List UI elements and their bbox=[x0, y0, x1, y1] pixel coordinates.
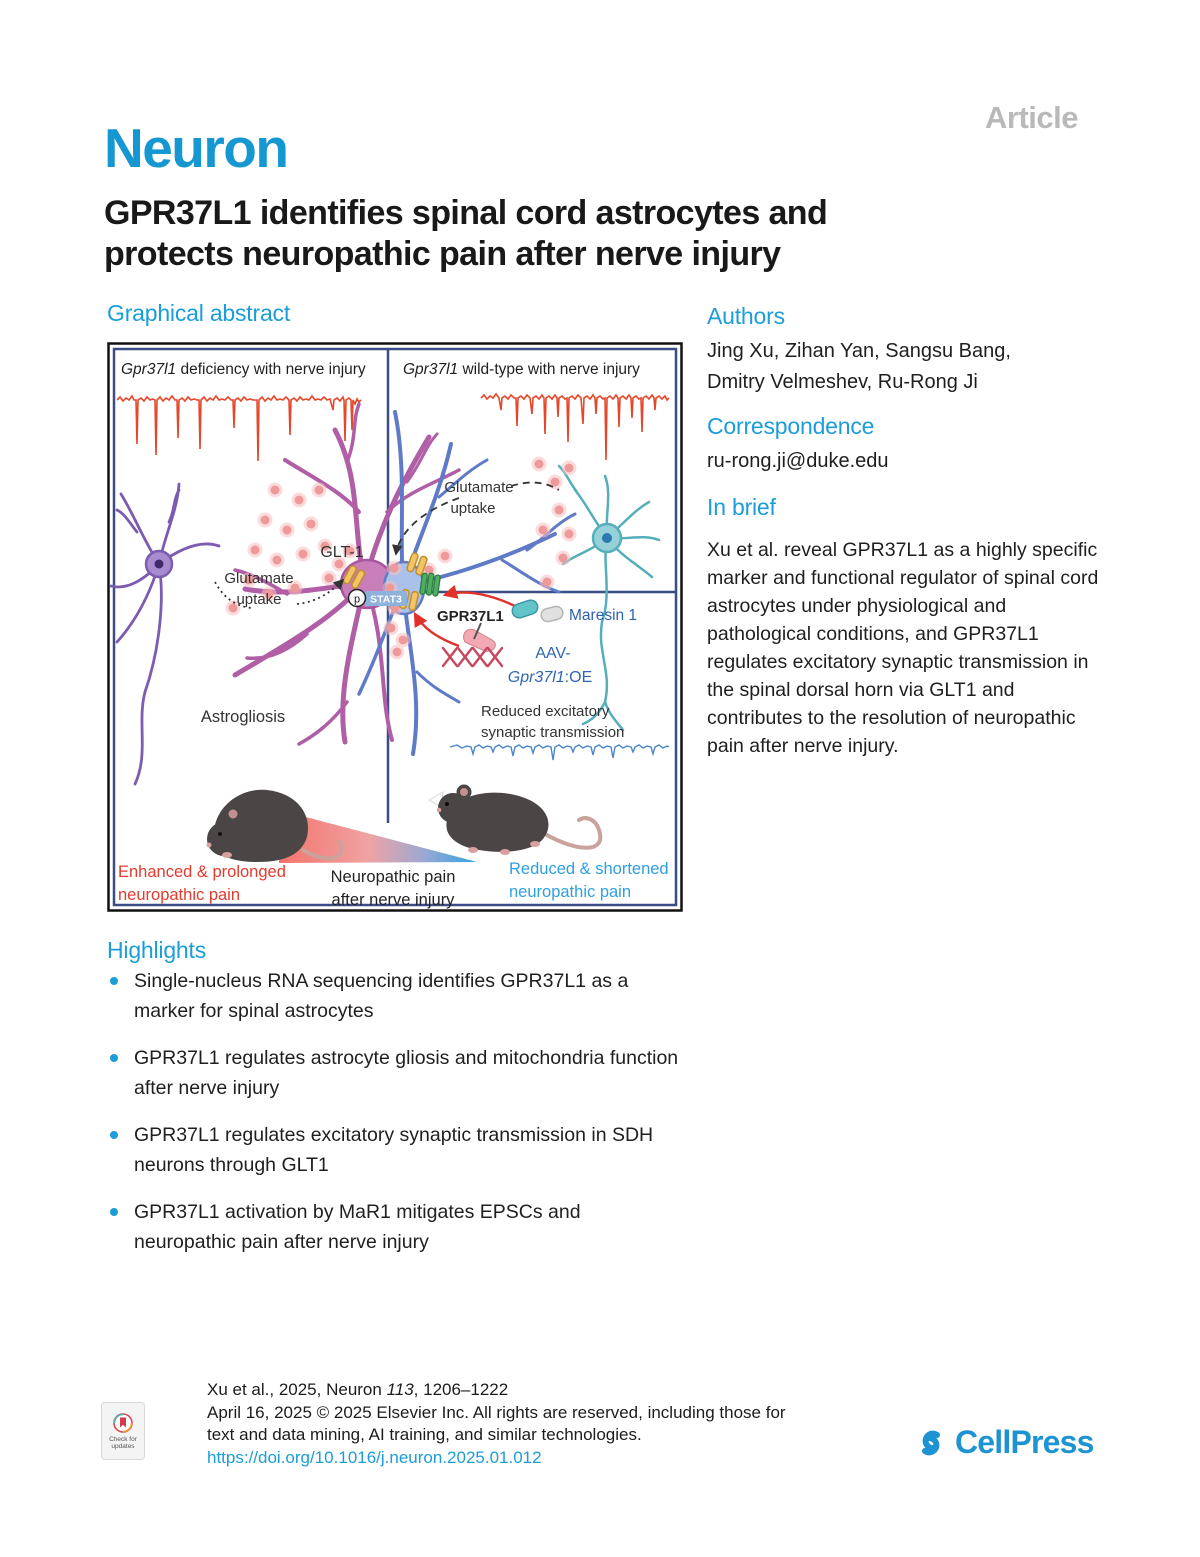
in-brief-text: Xu et al. reveal GPR37L1 as a highly spe… bbox=[707, 539, 1099, 757]
cellpress-wordmark: CellPress bbox=[955, 1424, 1094, 1460]
enhanced-pain-label: Enhanced & prolonged bbox=[118, 863, 286, 881]
in-brief-heading: In brief bbox=[707, 494, 776, 520]
astrogliosis-label: Astrogliosis bbox=[201, 708, 285, 726]
neuropathic-pain-label: Neuropathic pain bbox=[331, 868, 456, 886]
left-panel-title: Gpr37l1 deficiency with nerve injury bbox=[121, 361, 366, 378]
badge-label: Check for updates bbox=[109, 1435, 137, 1451]
glutamate-uptake-left-arrow bbox=[214, 578, 345, 609]
highlights-list: Single-nucleus RNA sequencing identifies… bbox=[107, 966, 697, 1274]
svg-text:after nerve injury: after nerve injury bbox=[332, 891, 456, 909]
activation-arrows bbox=[413, 584, 516, 648]
authors-names: Jing Xu, Zihan Yan, Sangsu Bang, Dmitry … bbox=[707, 340, 1011, 393]
highlight-item: Single-nucleus RNA sequencing identifies… bbox=[107, 966, 682, 1026]
dna-helix-icon bbox=[441, 646, 504, 668]
epsc-trace-right bbox=[480, 392, 670, 461]
glutamate-uptake-left-label: Glutamate bbox=[224, 570, 293, 587]
graphical-abstract-svg: Gpr37l1 deficiency with nerve injury Gpr… bbox=[107, 342, 683, 912]
highlight-item: GPR37L1 regulates astrocyte gliosis and … bbox=[107, 1043, 682, 1103]
glutamate-dots bbox=[225, 456, 577, 660]
authors-heading: Authors bbox=[707, 303, 785, 329]
pstat3-label: STAT3 p bbox=[347, 588, 407, 608]
copyright-line1: April 16, 2025 © 2025 Elsevier Inc. All … bbox=[207, 1402, 786, 1422]
purple-neuron bbox=[109, 482, 221, 786]
svg-text:uptake: uptake bbox=[450, 500, 495, 517]
pain-gradient-triangle bbox=[279, 810, 477, 863]
highlight-item: GPR37L1 activation by MaR1 mitigates EPS… bbox=[107, 1197, 682, 1257]
reduced-transmission-label: Reduced excitatory bbox=[481, 703, 610, 720]
figure-inner-border bbox=[112, 347, 678, 907]
reduced-epsc-trace bbox=[449, 744, 670, 761]
aav-label-line2: Gpr37l1:OE bbox=[508, 669, 592, 686]
reduced-pain-label: Reduced & shortened bbox=[509, 860, 669, 878]
title-line2: protects neuropathic pain after nerve in… bbox=[104, 235, 781, 273]
cellpress-swirl-icon bbox=[922, 1430, 940, 1455]
right-panel-title: Gpr37l1 wild-type with nerve injury bbox=[403, 361, 640, 378]
bullet-dot bbox=[110, 1054, 118, 1062]
journal-logo: Neuron bbox=[104, 117, 289, 179]
cellpress-logo: CellPress bbox=[913, 1424, 1094, 1461]
page-title: GPR37L1 identifies spinal cord astrocyte… bbox=[104, 193, 1024, 275]
highlight-item: GPR37L1 regulates excitatory synaptic tr… bbox=[107, 1120, 682, 1180]
svg-text:STAT3: STAT3 bbox=[370, 594, 402, 606]
correspondence-heading: Correspondence bbox=[707, 413, 875, 439]
citation-line: Xu et al., 2025, Neuron 113, 1206–1222 bbox=[207, 1380, 509, 1399]
footer-citation: Xu et al., 2025, Neuron 113, 1206–1222 A… bbox=[207, 1379, 786, 1469]
mouse-right bbox=[428, 784, 603, 855]
bullet-dot bbox=[110, 1131, 118, 1139]
correspondence-email: ru-rong.ji@duke.edu bbox=[707, 450, 889, 472]
glutamate-uptake-right-arrow bbox=[392, 481, 560, 556]
epsc-trace-left bbox=[116, 394, 362, 462]
gpr37l1-receptor-icon bbox=[419, 572, 441, 597]
glt1-label: GLT-1 bbox=[320, 544, 363, 561]
svg-text:p: p bbox=[354, 594, 360, 606]
bullet-dot bbox=[110, 1208, 118, 1216]
citation-volume: 113 bbox=[386, 1380, 414, 1399]
title-line1: GPR37L1 identifies spinal cord astrocyte… bbox=[104, 194, 828, 232]
bullet-dot bbox=[110, 977, 118, 985]
svg-text:neuropathic pain: neuropathic pain bbox=[118, 886, 240, 904]
svg-text:synaptic transmission: synaptic transmission bbox=[481, 724, 624, 741]
graphical-abstract-heading: Graphical abstract bbox=[107, 300, 291, 326]
graphical-abstract-figure: Gpr37l1 deficiency with nerve injury Gpr… bbox=[107, 342, 683, 912]
gpr37l1-label: GPR37L1 bbox=[437, 608, 504, 625]
copyright-line2: text and data mining, AI training, and s… bbox=[207, 1425, 642, 1444]
maresin-label: Maresin 1 bbox=[569, 607, 637, 624]
crossmark-icon bbox=[113, 1412, 133, 1433]
svg-text:neuropathic pain: neuropathic pain bbox=[509, 883, 631, 901]
svg-text:uptake: uptake bbox=[236, 591, 281, 608]
doi-link[interactable]: https://doi.org/10.1016/j.neuron.2025.01… bbox=[207, 1447, 542, 1467]
maresin-pills bbox=[511, 599, 564, 623]
article-type-label: Article bbox=[985, 100, 1078, 135]
highlights-heading: Highlights bbox=[107, 937, 206, 963]
aav-label-line1: AAV- bbox=[535, 645, 570, 662]
mouse-left bbox=[206, 789, 344, 862]
glutamate-uptake-right-label: Glutamate bbox=[444, 479, 513, 496]
check-for-updates-badge[interactable]: Check for updates bbox=[101, 1402, 145, 1460]
